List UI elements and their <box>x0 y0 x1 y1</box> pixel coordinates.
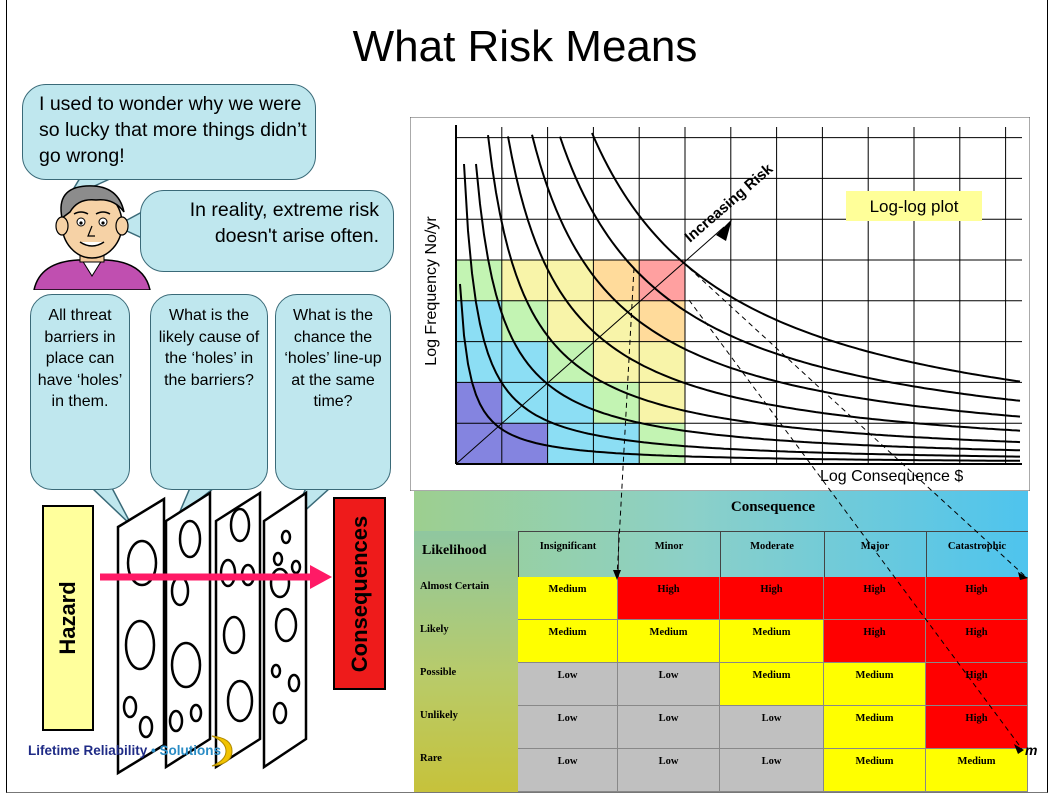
question-bubble-chance: What is the chance the ‘holes’ line-up a… <box>275 294 391 490</box>
hazard-box: Hazard <box>42 505 94 731</box>
plot-note-box <box>846 191 982 221</box>
band-cell <box>593 423 640 464</box>
consequences-box: Consequences <box>333 497 386 690</box>
hazard-trajectory-arrowhead <box>310 565 332 589</box>
matrix-column-header: Moderate <box>750 541 794 552</box>
slide-frame <box>6 0 1048 793</box>
matrix-cell: High <box>926 620 1028 663</box>
speech-bubble-wonder: I used to wonder why we were so lucky th… <box>22 84 316 180</box>
plot-note-text: Log-log plot <box>870 197 959 216</box>
band-cell <box>501 300 548 342</box>
x-axis-label: Log Consequence $ <box>820 468 963 485</box>
band-cell <box>501 341 548 383</box>
risk-arrow-head <box>716 219 732 241</box>
consequences-label: Consequences <box>346 515 372 672</box>
matrix-cell: Low <box>618 663 720 706</box>
matrix-column-header: Major <box>860 541 890 552</box>
matrix-cell: Medium <box>824 663 926 706</box>
matrix-cell: High <box>720 577 824 620</box>
barrier-2 <box>164 490 212 770</box>
matrix-cell: Medium <box>518 577 618 620</box>
question-bubble-holes: All threat barriers in place can have ‘h… <box>30 294 130 490</box>
matrix-row-header-band <box>414 531 518 792</box>
matrix-cell: High <box>926 577 1028 620</box>
logo-text-primary: Lifetime Reliability <box>28 743 148 758</box>
logo-separator: • <box>151 743 156 758</box>
band-cell <box>639 341 685 383</box>
band-cell <box>639 382 685 424</box>
matrix-header-divider <box>518 531 1028 532</box>
band-cell <box>593 341 640 383</box>
matrix-row-label: Likely <box>420 624 449 635</box>
matrix-cell: High <box>926 706 1028 749</box>
band-cell <box>456 260 502 301</box>
band-cell <box>456 341 502 383</box>
matrix-cell: Low <box>720 706 824 749</box>
risk-matrix: Consequence Likelihood Insignificant Mino… <box>414 491 1028 792</box>
matrix-cell: Medium <box>824 706 926 749</box>
matrix-cell: Low <box>518 663 618 706</box>
matrix-cell: Low <box>618 749 720 792</box>
matrix-row-label: Almost Certain <box>420 581 490 592</box>
risk-chart: Log Frequency No/yr Log Consequence $ In… <box>410 117 1030 491</box>
gear-icon <box>211 735 233 767</box>
man-avatar <box>33 185 151 290</box>
company-logo: Lifetime Reliability • Solutions <box>28 743 221 758</box>
band-cell <box>639 300 685 342</box>
matrix-cell: High <box>618 577 720 620</box>
band-cell <box>501 260 548 301</box>
matrix-cell: Low <box>720 749 824 792</box>
matrix-likelihood-header: Likelihood <box>422 543 487 558</box>
matrix-row-label: Possible <box>420 667 457 678</box>
matrix-cell: High <box>926 663 1028 706</box>
y-axis-label: Log Frequency No/yr <box>423 216 440 366</box>
matrix-column-header: Catastrophic <box>947 541 1007 552</box>
matrix-cell: Low <box>518 749 618 792</box>
matrix-cell: Medium <box>720 663 824 706</box>
matrix-cell: High <box>824 577 926 620</box>
matrix-cell: Low <box>518 706 618 749</box>
matrix-column-header: Minor <box>654 541 684 552</box>
corner-mark: m <box>1025 742 1038 758</box>
band-cell <box>593 300 640 342</box>
matrix-cell: Medium <box>926 749 1028 792</box>
hazard-label: Hazard <box>55 581 80 655</box>
matrix-cell: Medium <box>618 620 720 663</box>
matrix-cell: Medium <box>824 749 926 792</box>
page-title: What Risk Means <box>352 22 698 71</box>
matrix-consequence-header: Consequence <box>730 499 816 515</box>
matrix-cell: Low <box>618 706 720 749</box>
matrix-cell: Medium <box>720 620 824 663</box>
matrix-column-header: Insignificant <box>539 541 597 552</box>
risk-arrow-line <box>455 226 725 465</box>
matrix-cell: High <box>824 620 926 663</box>
question-bubble-cause: What is the likely cause of the ‘holes’ … <box>150 294 268 490</box>
logo-text-secondary: Solutions <box>159 743 222 758</box>
matrix-cell: Medium <box>518 620 618 663</box>
swiss-cheese-barriers <box>100 490 332 776</box>
matrix-row-label: Unlikely <box>420 710 458 721</box>
matrix-row-label: Rare <box>420 753 442 764</box>
speech-bubble-reality: In reality, extreme risk doesn't arise o… <box>140 190 394 272</box>
